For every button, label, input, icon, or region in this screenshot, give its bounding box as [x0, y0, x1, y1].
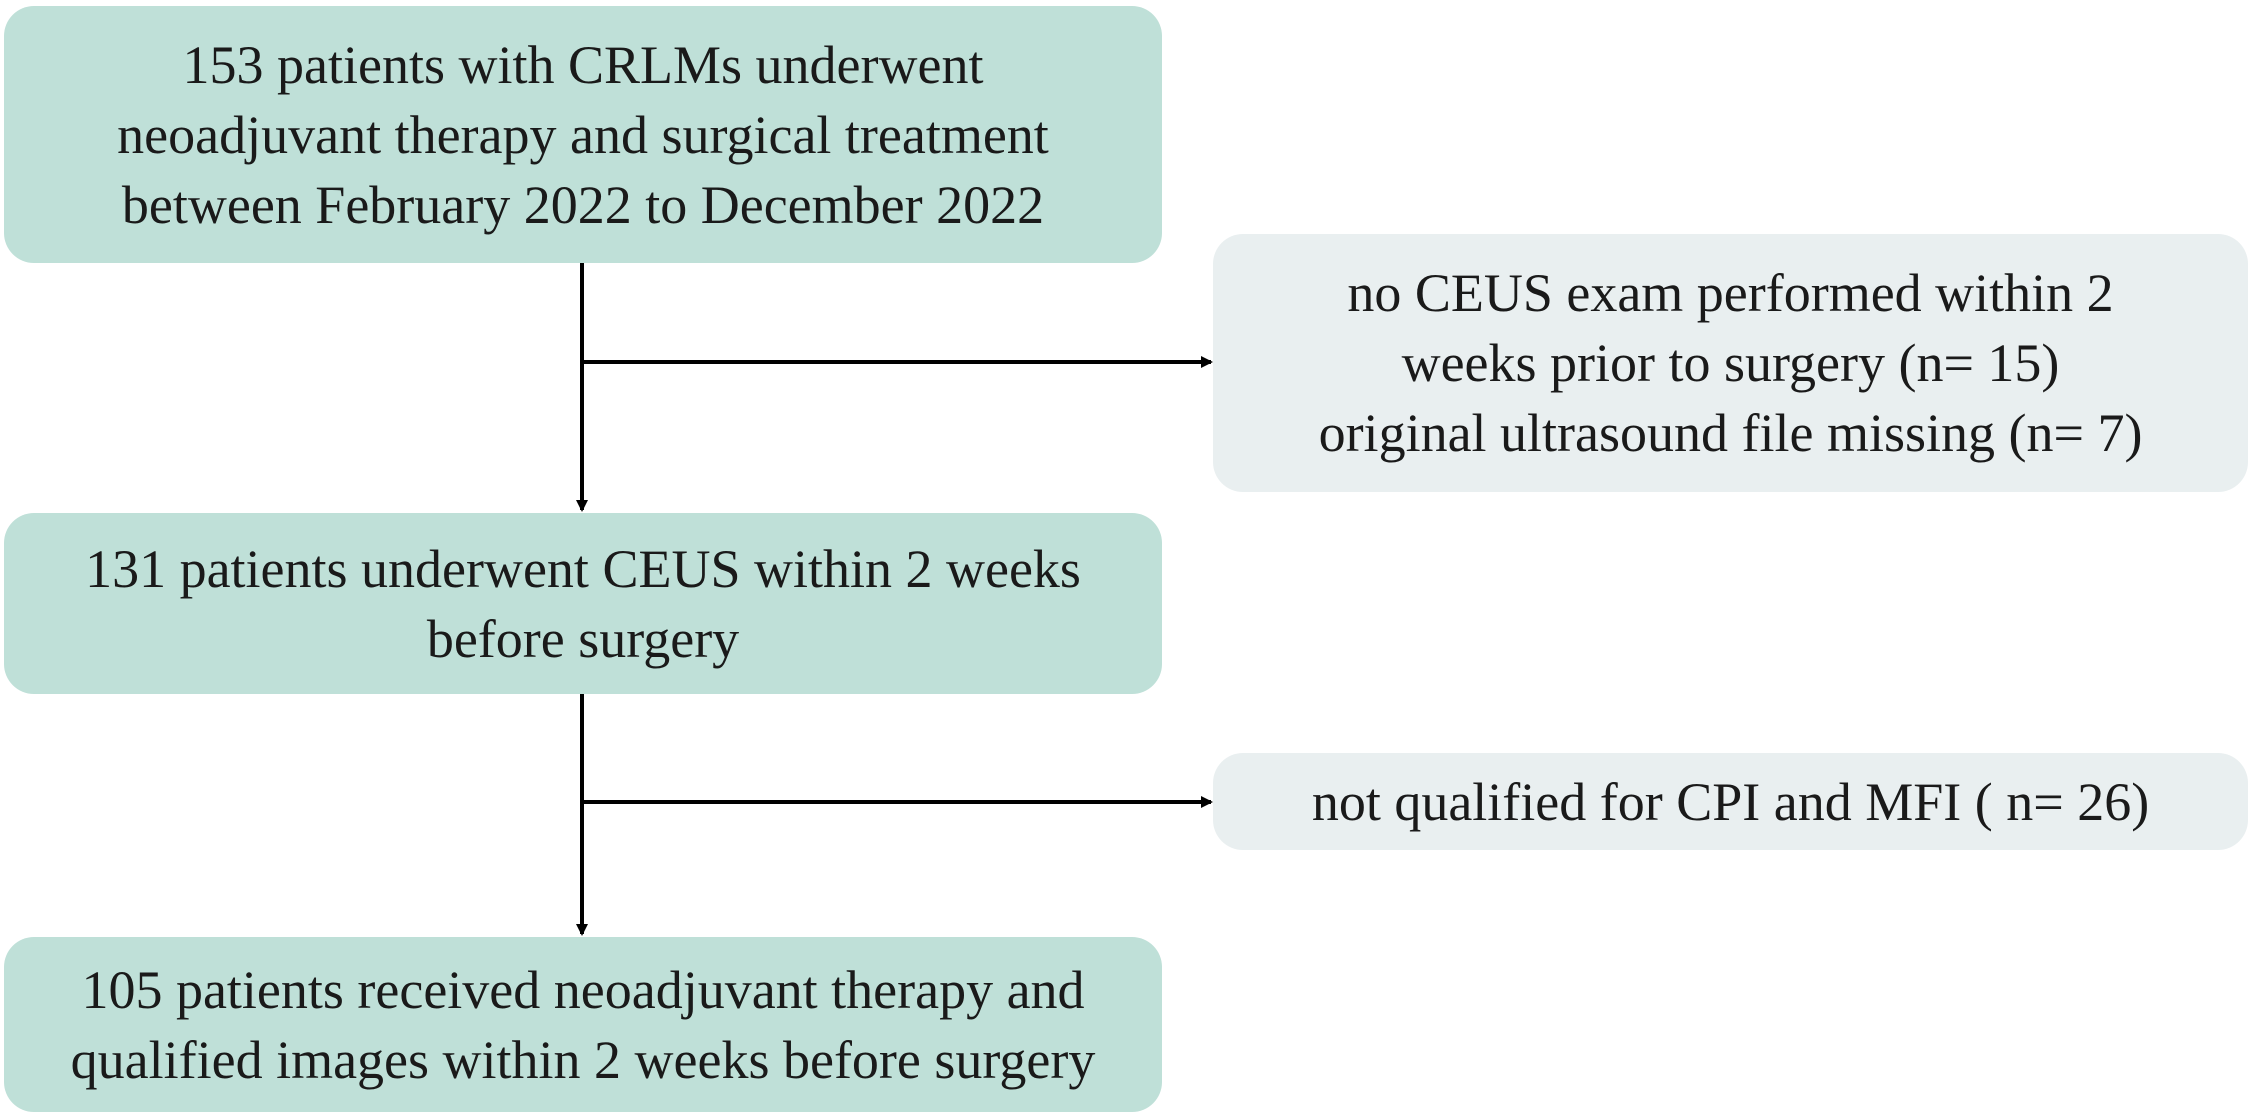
exclusion-box-2: not qualified for CPI and MFI ( n= 26) [1213, 753, 2248, 850]
enrollment-line-2: neoadjuvant therapy and surgical treatme… [117, 104, 1049, 165]
enrollment-line-3: between February 2022 to December 2022 [121, 174, 1045, 235]
enrollment-box: 153 patients with CRLMs underwent neoadj… [4, 6, 1162, 263]
exclusion-box-1: no CEUS exam performed within 2 weeks pr… [1213, 234, 2248, 492]
final-cohort-box: 105 patients received neoadjuvant therap… [4, 937, 1162, 1112]
exclusion-2-line-1: not qualified for CPI and MFI ( n= 26) [1311, 771, 2150, 832]
exclusion-1-line-2: weeks prior to surgery (n= 15) [1401, 333, 2060, 393]
ceus-box: 131 patients underwent CEUS within 2 wee… [4, 513, 1162, 694]
final-cohort-line-2: qualified images within 2 weeks before s… [70, 1029, 1096, 1090]
ceus-line-1: 131 patients underwent CEUS within 2 wee… [85, 538, 1081, 599]
final-cohort-line-1: 105 patients received neoadjuvant therap… [81, 959, 1085, 1020]
exclusion-1-line-3: original ultrasound file missing (n= 7) [1318, 403, 2143, 463]
ceus-line-2: before surgery [426, 608, 740, 669]
enrollment-line-1: 153 patients with CRLMs underwent [182, 34, 984, 95]
exclusion-1-line-1: no CEUS exam performed within 2 [1347, 263, 2114, 323]
